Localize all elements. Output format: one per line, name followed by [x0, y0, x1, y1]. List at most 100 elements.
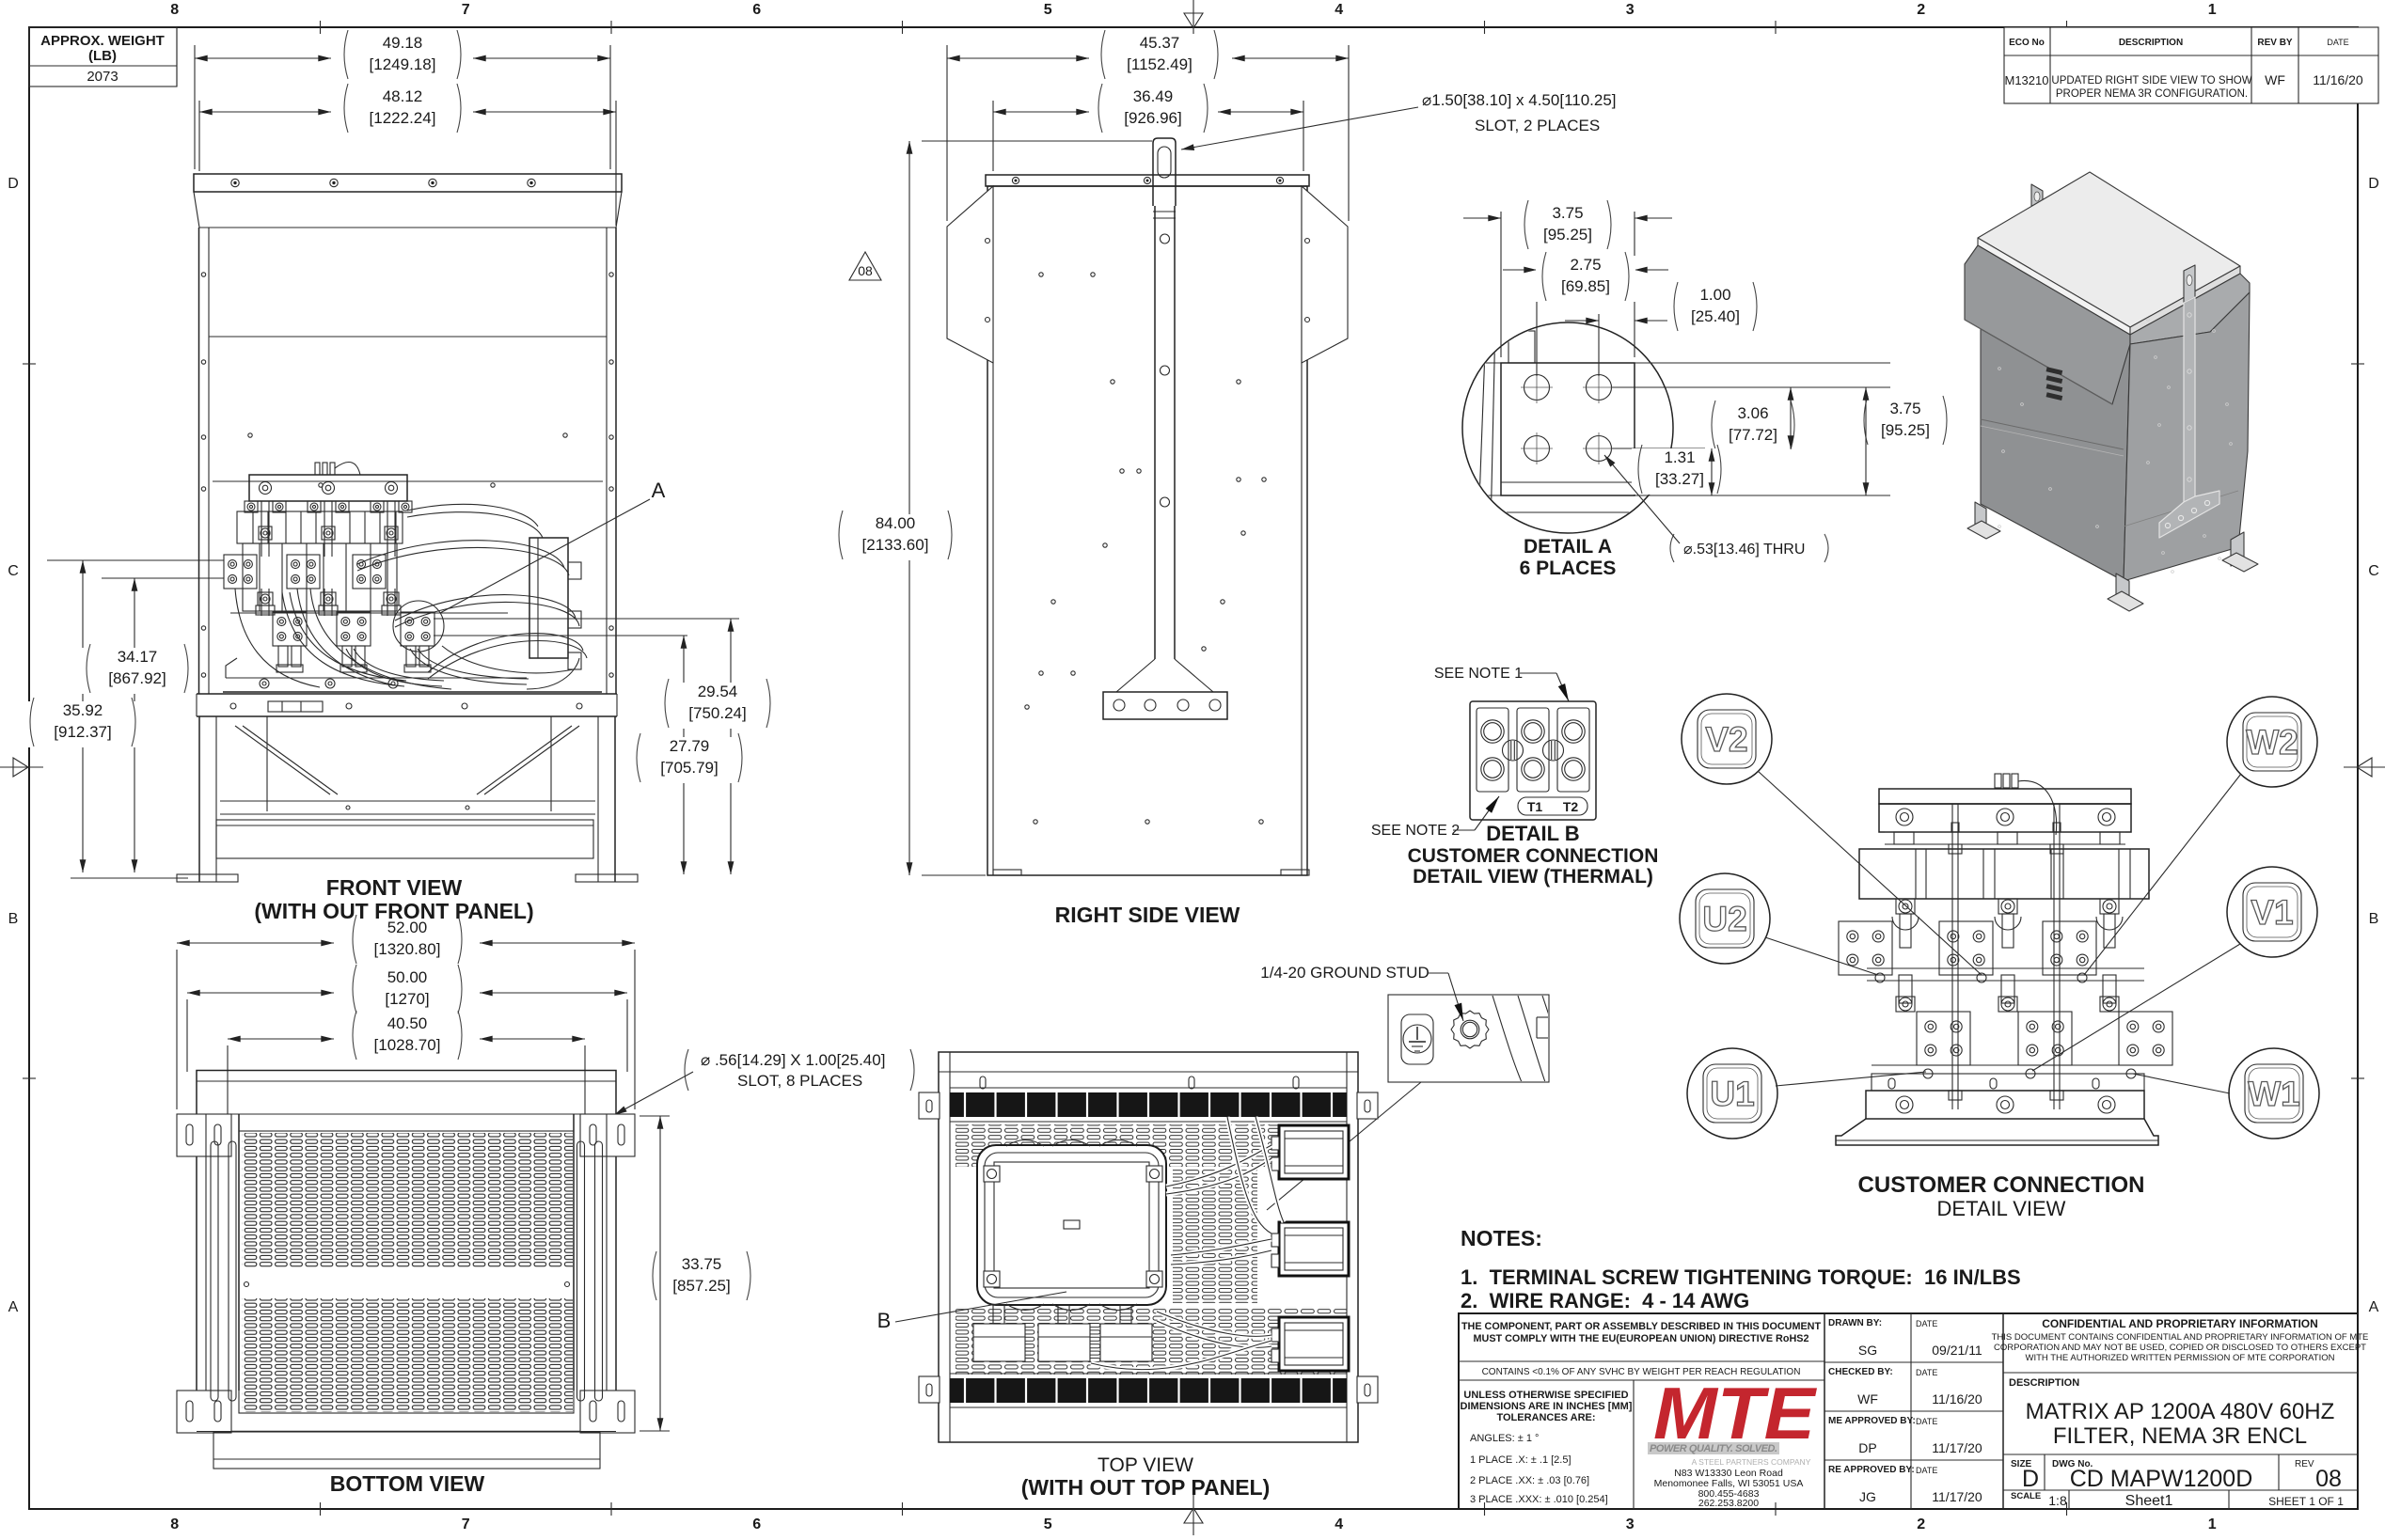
svg-text:UNLESS OTHERWISE SPECIFIED: UNLESS OTHERWISE SPECIFIED [1463, 1390, 1628, 1401]
svg-text:DESCRIPTION: DESCRIPTION [2009, 1377, 2079, 1389]
svg-text:09/21/11: 09/21/11 [1932, 1343, 1982, 1358]
svg-text:800.455-4683: 800.455-4683 [1698, 1488, 1760, 1500]
svg-text:50.00: 50.00 [387, 968, 428, 986]
svg-text:6: 6 [752, 1516, 761, 1532]
svg-text:ECO No: ECO No [2009, 38, 2045, 48]
svg-text:[867.92]: [867.92] [108, 669, 166, 687]
svg-text:[1222.24]: [1222.24] [370, 109, 436, 127]
svg-text:MUST COMPLY WITH THE EU(EUROPE: MUST COMPLY WITH THE EU(EUROPEAN UNION) … [1474, 1333, 1809, 1344]
svg-text:(LB): (LB) [88, 48, 117, 64]
svg-text:FRONT VIEW: FRONT VIEW [326, 875, 463, 900]
svg-text:08: 08 [858, 263, 873, 278]
svg-text:REV BY: REV BY [2257, 38, 2293, 48]
svg-text:4: 4 [1335, 2, 1343, 18]
svg-text:WITH THE AUTHORIZED WRITTEN PE: WITH THE AUTHORIZED WRITTEN PERMISSION O… [2026, 1353, 2335, 1363]
svg-text:DATE: DATE [1916, 1417, 1937, 1426]
svg-text:RE APPROVED BY:: RE APPROVED BY: [1828, 1465, 1915, 1475]
svg-text:8: 8 [170, 2, 179, 18]
svg-text:D: D [8, 176, 19, 192]
svg-text:[1152.49]: [1152.49] [1127, 55, 1192, 73]
svg-text:3.75: 3.75 [1552, 204, 1583, 222]
svg-text:[25.40]: [25.40] [1691, 307, 1740, 325]
svg-text:A: A [2369, 1299, 2379, 1315]
svg-text:11/17/20: 11/17/20 [1932, 1489, 1982, 1504]
svg-text:DP: DP [1858, 1440, 1876, 1455]
svg-text:[2133.60]: [2133.60] [862, 536, 929, 554]
svg-text:B: B [8, 911, 19, 927]
svg-text:SHEET 1 OF 1: SHEET 1 OF 1 [2268, 1495, 2344, 1508]
svg-text:34.17: 34.17 [118, 648, 158, 666]
svg-text:WF: WF [1857, 1391, 1878, 1406]
svg-text:⌀ .56[14.29] X 1.00[25.40]: ⌀ .56[14.29] X 1.00[25.40] [701, 1051, 885, 1069]
svg-text:⌀1.50[38.10] x 4.50[110.25]: ⌀1.50[38.10] x 4.50[110.25] [1422, 91, 1617, 109]
svg-text:[69.85]: [69.85] [1561, 277, 1610, 295]
svg-text:[857.25]: [857.25] [672, 1277, 730, 1295]
svg-text:V1: V1 [2251, 893, 2293, 932]
svg-text:SLOT, 8 PLACES: SLOT, 8 PLACES [737, 1072, 862, 1090]
svg-text:8: 8 [170, 1516, 179, 1532]
svg-text:52.00: 52.00 [387, 919, 428, 936]
svg-text:[77.72]: [77.72] [1729, 426, 1777, 444]
svg-text:BOTTOM VIEW: BOTTOM VIEW [330, 1471, 485, 1496]
svg-text:[750.24]: [750.24] [688, 704, 746, 722]
svg-text:2.75: 2.75 [1570, 256, 1601, 274]
svg-text:TOP VIEW: TOP VIEW [1098, 1454, 1193, 1476]
svg-text:D: D [2368, 176, 2379, 192]
svg-text:CUSTOMER CONNECTION: CUSTOMER CONNECTION [1408, 845, 1659, 867]
svg-text:V2: V2 [1705, 720, 1747, 759]
svg-text:48.12: 48.12 [383, 87, 423, 105]
svg-text:A: A [652, 479, 666, 502]
svg-text:WF: WF [2265, 72, 2285, 87]
svg-text:3.06: 3.06 [1737, 404, 1768, 422]
svg-text:1.31: 1.31 [1664, 448, 1695, 466]
svg-text:CONTAINS <0.1% OF ANY SVHC BY: CONTAINS <0.1% OF ANY SVHC BY WEIGHT PER… [1482, 1367, 1801, 1377]
svg-text:1. TERMINAL SCREW TIGHTENING: 1. TERMINAL SCREW TIGHTENING TORQUE: 16 … [1461, 1265, 2021, 1289]
svg-text:M13210: M13210 [2005, 73, 2049, 87]
svg-text:SCALE: SCALE [2011, 1491, 2041, 1501]
svg-text:DETAIL VIEW (THERMAL): DETAIL VIEW (THERMAL) [1413, 866, 1653, 888]
svg-text:[705.79]: [705.79] [660, 759, 718, 777]
svg-text:27.79: 27.79 [670, 737, 710, 755]
svg-text:2 PLACE .XX: ± .03 [0.76]: 2 PLACE .XX: ± .03 [0.76] [1470, 1475, 1589, 1486]
svg-text:ANGLES: ± 1 °: ANGLES: ± 1 ° [1470, 1433, 1539, 1444]
svg-text:3 PLACE .XXX: ± .010 [0.254]: 3 PLACE .XXX: ± .010 [0.254] [1470, 1494, 1608, 1505]
svg-text:2. WIRE RANGE: 4 - 14 AWG: 2. WIRE RANGE: 4 - 14 AWG [1461, 1289, 1749, 1312]
svg-text:1.00: 1.00 [1699, 286, 1730, 304]
svg-text:[1028.70]: [1028.70] [374, 1036, 441, 1054]
svg-text:1 PLACE .X: ± .1 [2.5]: 1 PLACE .X: ± .1 [2.5] [1470, 1454, 1572, 1466]
svg-text:A STEEL PARTNERS COMPANY: A STEEL PARTNERS COMPANY [1692, 1457, 1811, 1467]
svg-text:40.50: 40.50 [387, 1014, 428, 1032]
svg-text:DETAIL B: DETAIL B [1486, 822, 1579, 845]
svg-text:[926.96]: [926.96] [1124, 109, 1181, 127]
svg-text:7: 7 [462, 1516, 470, 1532]
svg-text:B: B [877, 1309, 892, 1332]
svg-text:DIMENSIONS ARE IN INCHES [MM]: DIMENSIONS ARE IN INCHES [MM] [1461, 1401, 1633, 1412]
svg-text:RIGHT SIDE VIEW: RIGHT SIDE VIEW [1055, 903, 1240, 927]
svg-text:NOTES:: NOTES: [1461, 1226, 1542, 1250]
svg-text:SG: SG [1858, 1343, 1877, 1358]
svg-text:45.37: 45.37 [1140, 34, 1180, 52]
svg-text:U1: U1 [1710, 1075, 1754, 1113]
svg-text:MATRIX AP 1200A 480V 60HZ: MATRIX AP 1200A 480V 60HZ [2026, 1399, 2335, 1424]
svg-text:3: 3 [1626, 1516, 1635, 1532]
svg-text:1/4-20 GROUND STUD: 1/4-20 GROUND STUD [1260, 964, 1429, 982]
svg-text:7: 7 [462, 2, 470, 18]
svg-text:[1320.80]: [1320.80] [374, 940, 441, 958]
svg-text:DATE: DATE [2327, 38, 2348, 47]
svg-text:11/16/20: 11/16/20 [1932, 1391, 1982, 1406]
svg-text:C: C [2368, 563, 2379, 579]
svg-text:262.253.8200: 262.253.8200 [1698, 1498, 1759, 1509]
svg-text:2: 2 [1917, 2, 1925, 18]
svg-text:CD MAPW1200D: CD MAPW1200D [2070, 1466, 2253, 1492]
svg-text:N83 W13330 Leon Road: N83 W13330 Leon Road [1674, 1468, 1783, 1479]
svg-text:49.18: 49.18 [383, 34, 423, 52]
svg-text:DETAIL VIEW: DETAIL VIEW [1937, 1197, 2066, 1220]
svg-text:DATE: DATE [1916, 1368, 1937, 1377]
svg-text:4: 4 [1335, 1516, 1343, 1532]
svg-text:DATE: DATE [1916, 1466, 1937, 1475]
svg-text:[95.25]: [95.25] [1543, 226, 1592, 244]
svg-text:W1: W1 [2248, 1075, 2300, 1113]
svg-text:UPDATED RIGHT SIDE VIEW TO SHO: UPDATED RIGHT SIDE VIEW TO SHOW [2051, 75, 2251, 86]
svg-text:SIZE: SIZE [2011, 1459, 2032, 1469]
svg-text:JG: JG [1859, 1489, 1876, 1504]
